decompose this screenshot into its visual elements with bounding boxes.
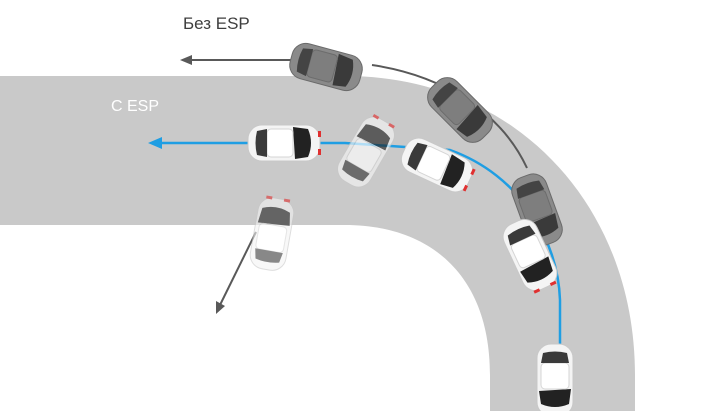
arrow-head-icon xyxy=(216,301,225,314)
label-without-esp: Без ESP xyxy=(183,14,250,33)
car-icon xyxy=(536,343,574,411)
road xyxy=(0,76,635,411)
arrow-head-icon xyxy=(180,55,192,65)
car-icon xyxy=(247,124,322,162)
arrow-head-icon xyxy=(148,137,162,149)
label-with-esp: С ESP xyxy=(111,98,160,115)
